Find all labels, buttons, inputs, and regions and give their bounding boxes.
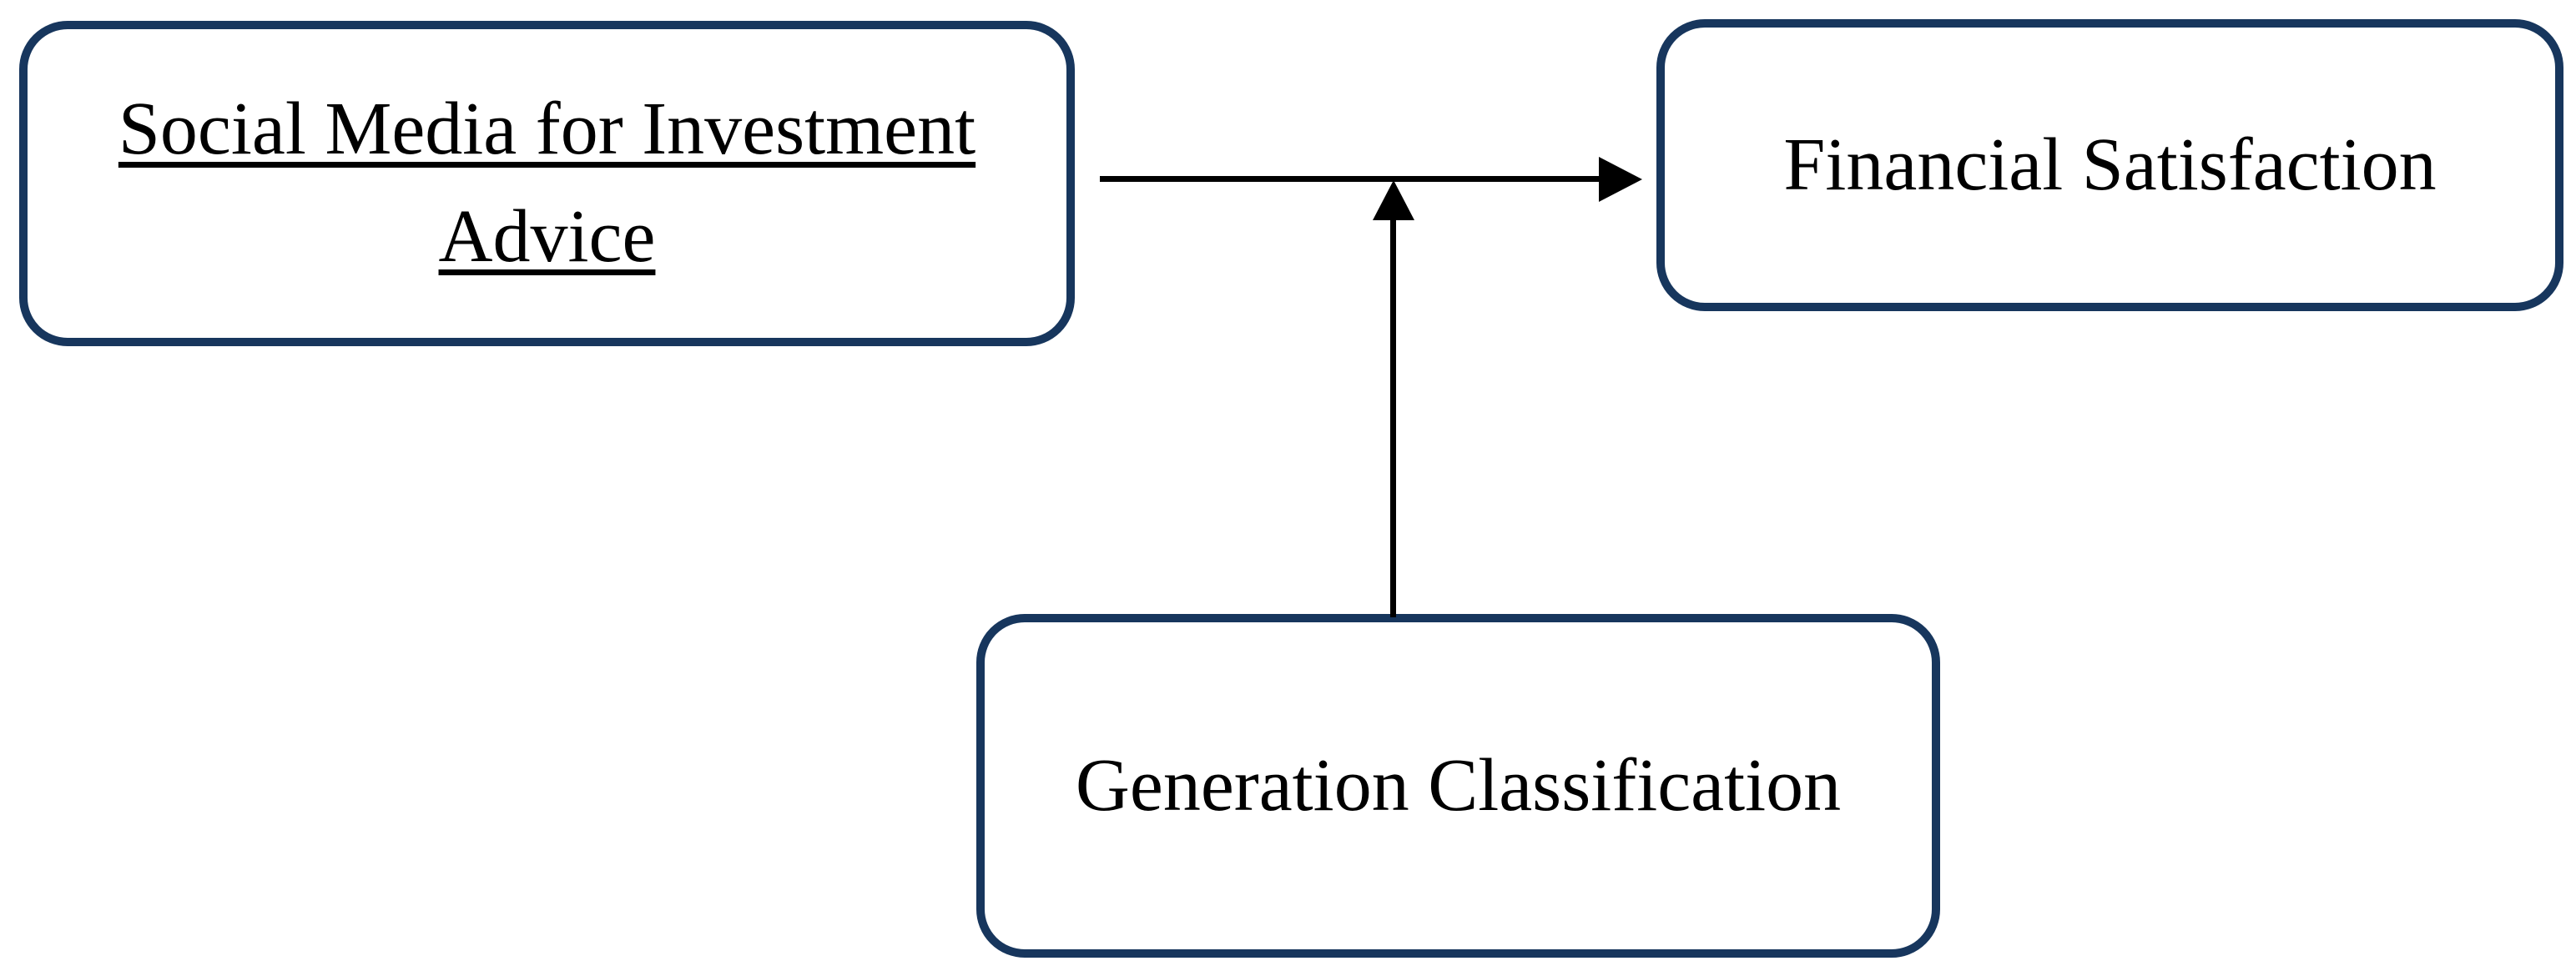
arrowhead-right-icon [1599,157,1642,202]
box-label-line-1: Financial Satisfaction [1783,123,2437,206]
box-label-line-1: Generation Classification [1075,743,1842,827]
box-label: Generation Classification [1076,732,1841,840]
direct-effect-arrow-line [1100,176,1601,182]
box-financial-satisfaction: Financial Satisfaction [1656,19,2563,311]
arrowhead-up-icon [1373,180,1414,220]
box-label: Financial Satisfaction [1783,112,2436,219]
box-social-media-for-investment-advice: Social Media for Investment Advice [19,21,1075,346]
box-label-line-2: Advice [438,195,656,278]
moderation-effect-arrow-line [1390,217,1396,617]
box-generation-classification: Generation Classification [976,614,1940,958]
box-label-line-1: Social Media for Investment [118,88,976,171]
box-label: Social Media for Investment Advice [118,76,975,290]
